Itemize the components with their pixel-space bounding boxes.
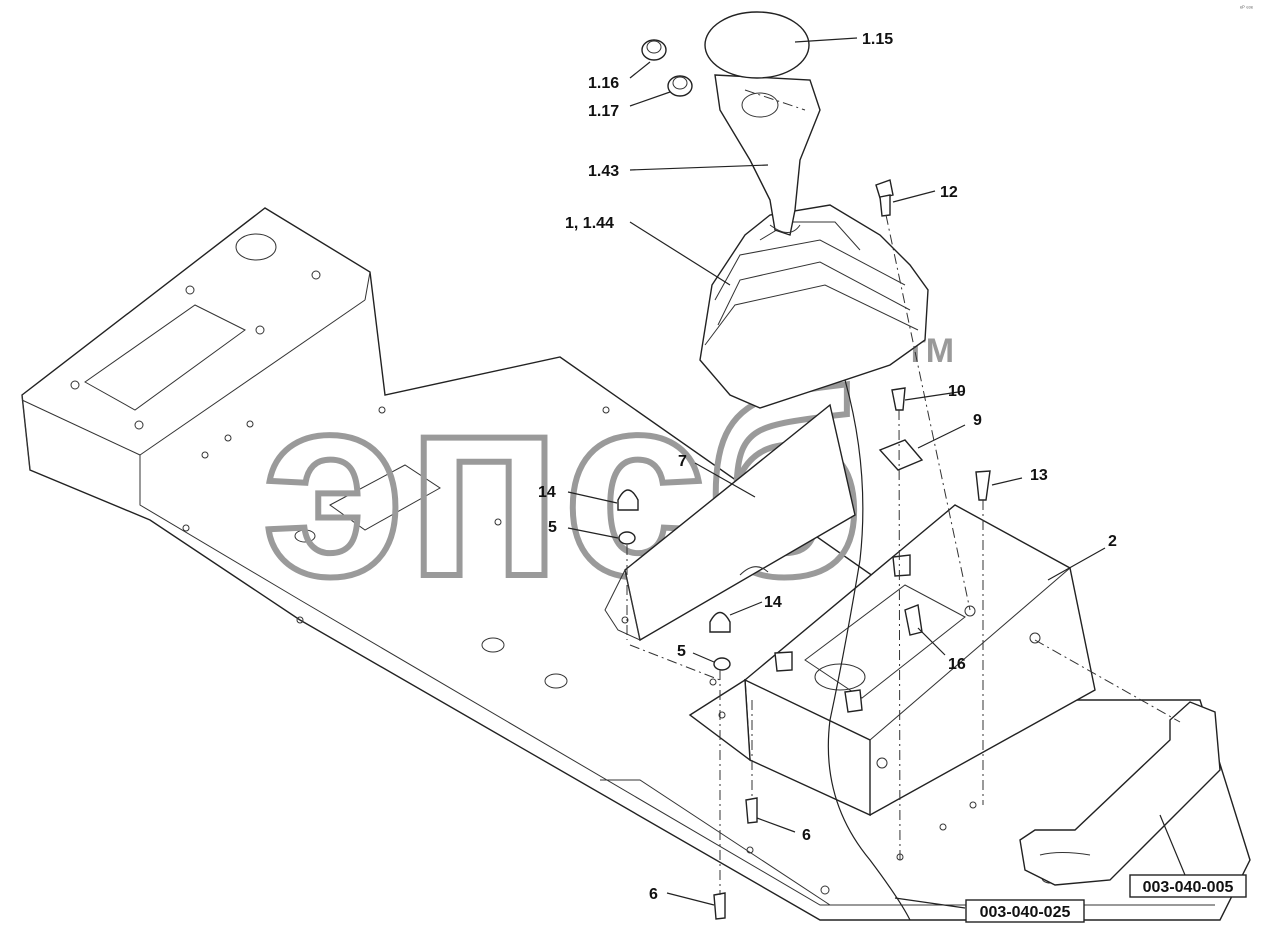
corner-mark: ᵉᴾ ᵉᵒᵉ — [1240, 5, 1254, 12]
leader-lines — [567, 37, 1186, 909]
part-labels: 1.15 1.16 1.17 1.43 1, 1.44 12 10 9 13 7… — [538, 31, 1117, 903]
side-plate-7 — [604, 403, 856, 642]
label-10: 10 — [948, 383, 966, 400]
label-1-16: 1.16 — [588, 75, 619, 92]
label-7: 7 — [678, 453, 687, 470]
reference-003-040-005: 003-040-005 — [1143, 879, 1234, 896]
label-1-17: 1.17 — [588, 103, 619, 120]
label-6-upper: 6 — [802, 827, 811, 844]
label-14-lower: 14 — [764, 594, 782, 611]
label-2: 2 — [1108, 533, 1117, 550]
knob-cap — [704, 11, 810, 79]
reference-box-bottom: 003-040-025 — [965, 899, 1085, 923]
label-12: 12 — [940, 184, 958, 201]
label-14-upper: 14 — [538, 484, 556, 501]
label-1-43: 1.43 — [588, 163, 619, 180]
gear-lever — [714, 74, 821, 236]
label-1-1-44: 1, 1.44 — [565, 215, 614, 232]
shift-cable — [827, 379, 911, 921]
switch-buttons — [641, 39, 693, 97]
label-16: 16 — [948, 656, 966, 673]
label-9: 9 — [973, 412, 982, 429]
fasteners — [617, 179, 991, 920]
label-13: 13 — [1030, 467, 1048, 484]
center-lines — [626, 89, 1181, 895]
label-1-15: 1.15 — [862, 31, 893, 48]
label-6-lower: 6 — [649, 886, 658, 903]
reference-003-040-025: 003-040-025 — [980, 904, 1071, 921]
label-5-lower: 5 — [677, 643, 686, 660]
reference-box-right: 003-040-005 — [1129, 874, 1247, 898]
label-5-upper: 5 — [548, 519, 557, 536]
right-support — [1019, 701, 1221, 886]
shift-boot — [699, 204, 929, 409]
